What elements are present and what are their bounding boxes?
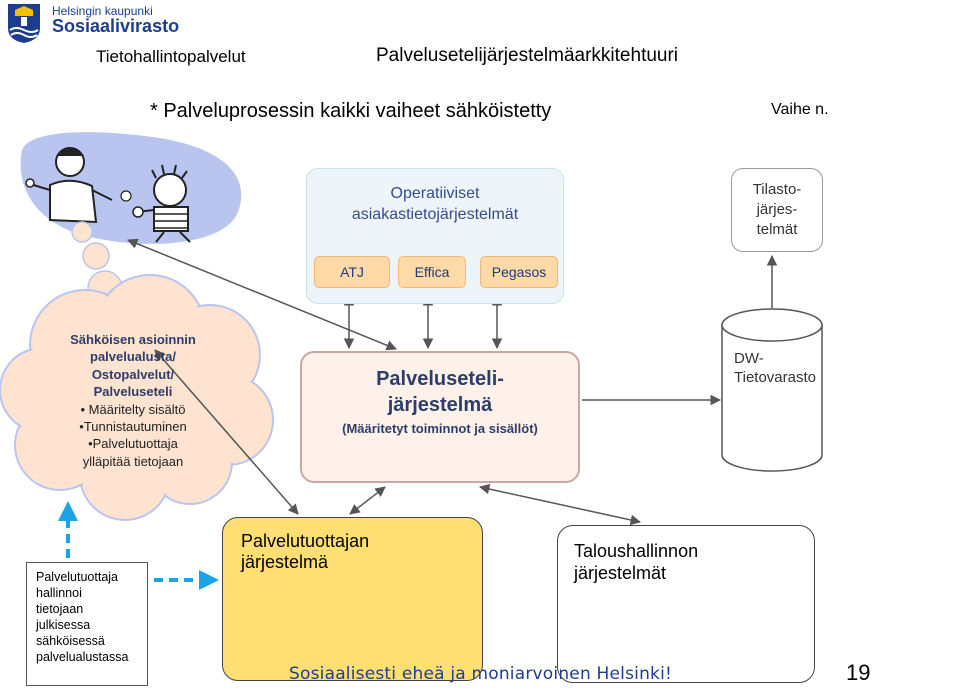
provider-note-line: julkisessa [36, 618, 91, 632]
voucher-system-title: Palveluseteli- järjestelmä [376, 368, 504, 416]
voucher-system-subtitle: (Määritetyt toiminnot ja sisällöt) [342, 421, 538, 436]
logo-department-text: Sosiaalivirasto [52, 16, 180, 36]
connector-arrows [127, 238, 778, 526]
provider-note-line: sähköisessä [36, 634, 105, 648]
slide-subtitle: * Palveluprosessin kaikki vaiheet sähköi… [150, 100, 552, 122]
dashed-arrows [58, 501, 219, 590]
cloud-bullet: •Palvelutuottaja [88, 436, 178, 452]
data-warehouse-cylinder [721, 308, 823, 472]
provider-note-line: tietojaan [36, 602, 84, 616]
operative-systems-title: Operatiiviset asiakastietojärjestelmät [351, 185, 519, 223]
provider-system-box: Palvelutuottajan järjestelmä [222, 517, 483, 681]
unit-name: Tietohallintopalvelut [96, 47, 246, 66]
system-atj: ATJ [314, 256, 390, 288]
helsinki-crest-icon [8, 4, 40, 43]
slide-title: Palvelusetelijärjestelmäarkkitehtuuri [376, 45, 679, 66]
system-pegasos: Pegasos [480, 256, 558, 288]
arrow-illustration-voucher [127, 238, 397, 351]
cloud-bullet: • Määritelty sisältö [80, 401, 186, 417]
data-warehouse-label: DW- Tietovarasto [734, 350, 816, 386]
arrow-cloud-provider-system [154, 349, 299, 515]
logo-city-text: Helsingin kaupunki [52, 4, 153, 18]
statistics-systems-label: Tilasto- järjes- telmät [752, 181, 802, 238]
page-number: 19 [846, 660, 871, 685]
cloud-bullet: •Tunnistautuminen [79, 419, 187, 435]
voucher-system-box [300, 351, 580, 483]
people-illustration [20, 132, 242, 244]
cloud-heading: Sähköisen asioinnin palvelualusta/ Ostop… [70, 332, 196, 400]
arrow-voucher-finance [478, 483, 642, 526]
provider-note-line: Palvelutuottaja [36, 570, 119, 584]
provider-note-line: palvelualustassa [36, 650, 129, 664]
system-effica: Effica [398, 256, 466, 288]
e-service-cloud-text: Sähköisen asioinnin palvelualusta/ Ostop… [30, 331, 236, 470]
finance-system-box: Taloushallinnon järjestelmät [557, 525, 815, 683]
provider-note-line: hallinnoi [36, 586, 82, 600]
provider-note-box: Palvelutuottaja hallinnoi tietojaan julk… [26, 562, 148, 686]
statistics-systems-box: Tilasto- järjes- telmät [731, 168, 823, 252]
cloud-bullet: ylläpitää tietojaan [82, 453, 184, 469]
arrow-voucher-provider-system [349, 486, 386, 515]
footer-slogan: Sosiaalisesti eheä ja moniarvoinen Helsi… [289, 664, 673, 684]
phase-label: Vaihe n. [771, 101, 829, 118]
